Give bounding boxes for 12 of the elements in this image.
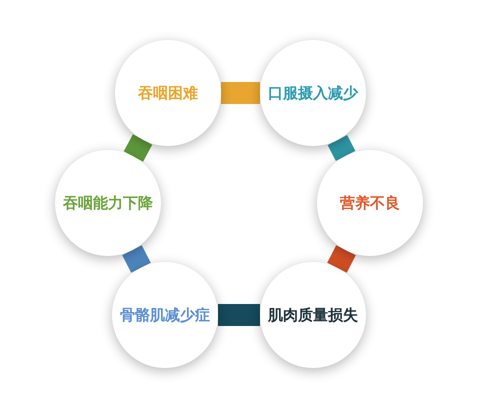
connector-bar [124,134,152,162]
connector-bar [122,245,151,273]
node-label: 骨骼肌减少症 [120,306,210,324]
connector-bar [218,304,260,326]
node-label: 营养不良 [340,194,400,212]
node-label: 肌肉质量损失 [268,306,358,324]
node-label: 口服摄入减少 [268,84,358,102]
connector-bar [221,82,260,104]
node-label: 吞咽困难 [138,84,198,102]
connector-bar [327,245,356,273]
node-label: 吞咽能力下降 [63,194,153,212]
connector-bar [328,135,356,161]
